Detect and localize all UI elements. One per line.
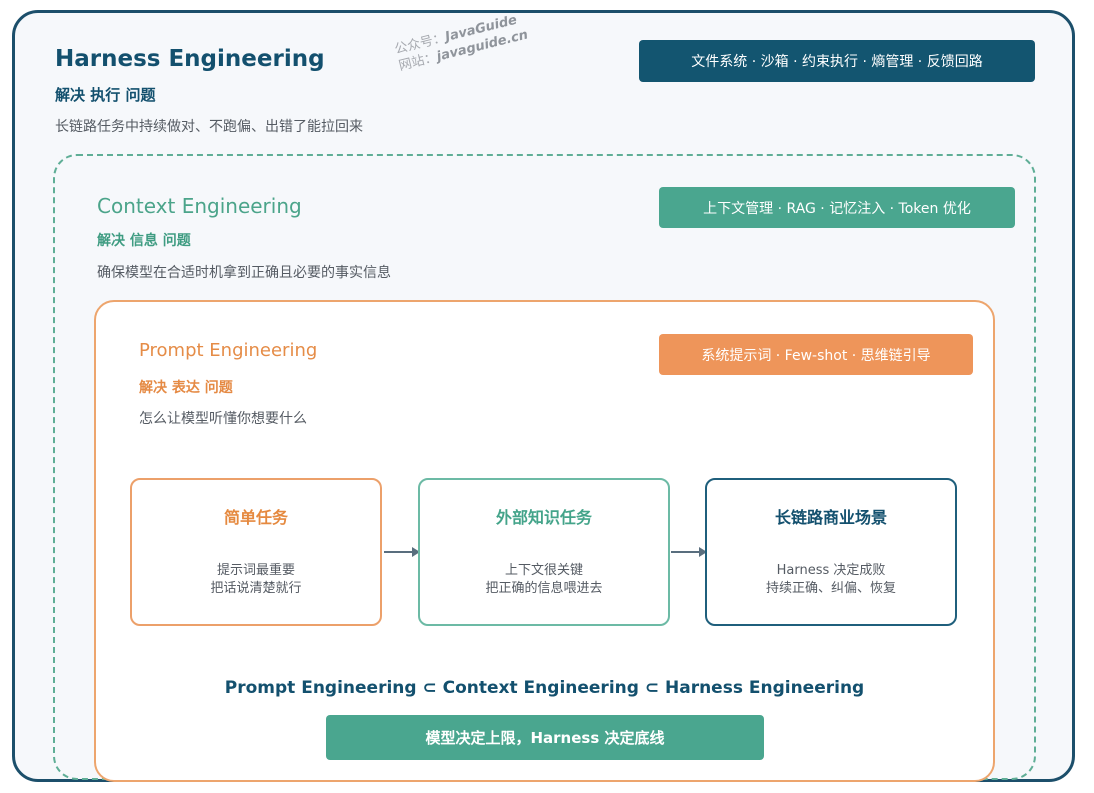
arrow-right-icon [384,547,420,557]
context-title: Context Engineering [97,194,302,218]
stage-title: 外部知识任务 [495,508,592,527]
inclusion-formula: Prompt Engineering ⊂ Context Engineering… [224,678,865,698]
stage-title: 长链路商业场景 [774,508,887,527]
stage-line: 把正确的信息喂进去 [485,581,603,596]
stage-long-chain-business: 长链路商业场景 Harness 决定成败 持续正确、纠偏、恢复 [705,478,957,626]
prompt-description: 怎么让模型听懂你想要什么 [139,411,307,427]
harness-description: 长链路任务中持续做对、不跑偏、出错了能拉回来 [55,119,363,135]
prompt-subtitle: 解决 表达 问题 [139,380,233,396]
context-description: 确保模型在合适时机拿到正确且必要的事实信息 [97,265,391,281]
arrow-right-icon [671,547,707,557]
harness-title: Harness Engineering [55,46,325,72]
context-tag: 上下文管理 · RAG · 记忆注入 · Token 优化 [659,187,1015,228]
stage-line: 持续正确、纠偏、恢复 [765,581,896,596]
prompt-title: Prompt Engineering [139,340,318,361]
footer-banner: 模型决定上限，Harness 决定底线 [326,715,764,760]
stage-line: 把话说清楚就行 [210,581,302,596]
prompt-tag: 系统提示词 · Few-shot · 思维链引导 [659,334,973,375]
harness-subtitle: 解决 执行 问题 [55,86,156,104]
context-subtitle: 解决 信息 问题 [97,233,191,249]
stage-external-knowledge: 外部知识任务 上下文很关键 把正确的信息喂进去 [418,478,670,626]
stage-line: 上下文很关键 [504,563,583,578]
stage-line: 提示词最重要 [216,563,295,578]
stage-line: Harness 决定成败 [776,563,886,578]
stage-title: 简单任务 [223,508,288,527]
stage-simple-task: 简单任务 提示词最重要 把话说清楚就行 [130,478,382,626]
harness-tag: 文件系统 · 沙箱 · 约束执行 · 熵管理 · 反馈回路 [639,40,1035,82]
